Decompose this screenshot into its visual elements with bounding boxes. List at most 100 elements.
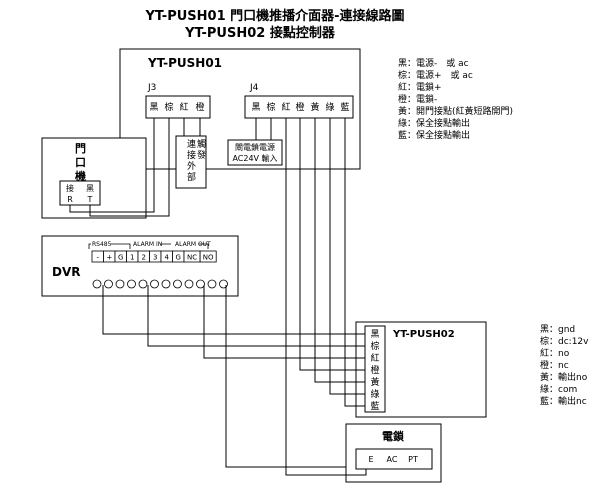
dvr-terminal-label: G bbox=[118, 254, 123, 262]
dvr-terminal-screw bbox=[150, 279, 159, 289]
j3-label: J3 bbox=[147, 83, 156, 93]
legend2-item-3: 紅：no bbox=[540, 348, 570, 359]
external-trigger-label: 連 接 外 部 bbox=[187, 138, 199, 183]
dvr-terminal-screw bbox=[207, 279, 217, 289]
push02-pin-7: 藍 bbox=[370, 400, 379, 412]
j4-pin-1: 黑 bbox=[251, 102, 260, 113]
push02-pin-1: 黑 bbox=[370, 329, 379, 340]
door-station-tab-left: 接 bbox=[66, 183, 74, 193]
dvr-terminal-label: + bbox=[106, 254, 112, 262]
lock-terminal-ac: AC bbox=[387, 455, 398, 464]
wire-j4-yellow-push02 bbox=[314, 118, 365, 383]
j3-pin-2: 棕 bbox=[164, 101, 173, 113]
lock-power-box bbox=[227, 139, 283, 166]
door-station-pin-r: R bbox=[67, 195, 73, 204]
j4-pin-5: 黃 bbox=[310, 101, 319, 113]
dvr-terminal-screw bbox=[161, 279, 171, 289]
wires bbox=[69, 118, 367, 476]
wire-dvr-to-push02-black bbox=[102, 285, 365, 335]
j4-label: J4 bbox=[249, 83, 259, 93]
legend1-item-2: 棕：電源+ 或 ac bbox=[398, 69, 473, 81]
legend1-item-5: 黃：開門接點(紅黃短路開門) bbox=[398, 105, 513, 117]
dvr-terminal-cell bbox=[199, 250, 217, 263]
title-line-1: YT-PUSH01 門口機推播介面器-連接線路圖 bbox=[144, 8, 404, 24]
legend2-item-6: 綠：com bbox=[540, 383, 577, 395]
dvr-group-brackets bbox=[88, 243, 209, 249]
dvr-terminal-screw bbox=[92, 279, 102, 289]
dvr-terminal-screw bbox=[127, 279, 136, 289]
j4-connector bbox=[244, 95, 354, 119]
wire-j4-blue-push02 bbox=[344, 118, 365, 407]
wire-j4-red-lock bbox=[285, 118, 367, 476]
legend1-item-4: 橙：電鎖- bbox=[398, 93, 437, 105]
door-station-title: 門 口 機 bbox=[75, 142, 90, 183]
push01-name: YT-PUSH01 bbox=[147, 56, 222, 70]
legend2-item-5: 黃：輸出no bbox=[540, 371, 588, 383]
electric-lock-title: 電鎖 bbox=[382, 429, 405, 443]
legend2-item-4: 橙：nc bbox=[540, 359, 569, 371]
dvr-group-alarm-in: ALARM IN bbox=[133, 241, 162, 248]
dvr-name: DVR bbox=[52, 265, 81, 279]
external-trigger-box bbox=[175, 135, 207, 189]
dvr-terminal-label: 4 bbox=[165, 254, 170, 262]
legend2-item-2: 棕：dc:12v bbox=[540, 335, 589, 347]
push02-pin-6: 綠 bbox=[370, 388, 379, 400]
j4-pin-2: 棕 bbox=[266, 101, 275, 113]
wire-j4-orange-push02 bbox=[299, 118, 365, 371]
j4-pin-4: 橙 bbox=[295, 101, 304, 113]
dvr-group-alarm-out: ALARM OUT bbox=[175, 241, 211, 248]
push02-pin-4: 橙 bbox=[370, 364, 379, 376]
door-station-box bbox=[41, 137, 147, 219]
wire-j3-black-to-r bbox=[69, 118, 155, 213]
push02-pin-2: 棕 bbox=[370, 340, 379, 352]
legend2-item-7: 藍：輸出nc bbox=[540, 395, 587, 407]
door-station-tab-right: 黑 bbox=[86, 184, 94, 193]
door-station-terminal bbox=[59, 180, 101, 206]
lock-terminal-pt: PT bbox=[408, 455, 418, 464]
push02-name: YT-PUSH02 bbox=[392, 329, 455, 340]
push02-terminal-strip bbox=[364, 325, 386, 413]
dvr-terminal-label: 3 bbox=[153, 254, 157, 262]
push02-pin-3: 紅 bbox=[370, 353, 379, 364]
dvr-terminal-label: NC bbox=[187, 254, 197, 262]
push02-pin-5: 黃 bbox=[370, 376, 379, 388]
dvr-terminal-label: - bbox=[96, 254, 99, 262]
j3-connector bbox=[145, 95, 211, 119]
electric-lock-terminal bbox=[355, 448, 433, 470]
wire-j3-brown-to-t bbox=[89, 118, 170, 217]
wire-dvr-to-lock bbox=[225, 285, 346, 468]
wire-j4-green-push02 bbox=[329, 118, 365, 395]
wire-dvr-to-push02-brown bbox=[147, 285, 365, 347]
legend-push01: 黑：電源- 或 ac 棕：電源+ 或 ac 紅：電鎖+ 橙：電鎖- 黃：開門接點… bbox=[398, 57, 513, 141]
legend2-item-1: 黑：gnd bbox=[540, 324, 575, 335]
j4-pin-3: 紅 bbox=[281, 102, 290, 113]
dvr-terminal-label: 2 bbox=[142, 254, 146, 262]
lock-power-label: 閘電鎖電源 bbox=[235, 142, 275, 152]
j3-pin-1: 黑 bbox=[149, 102, 158, 113]
j4-pin-6: 綠 bbox=[325, 101, 334, 113]
j3-pin-3: 紅 bbox=[179, 102, 188, 113]
dvr-terminal-label: G bbox=[176, 254, 181, 262]
external-trigger-label-2: 觸 發 bbox=[197, 138, 209, 161]
legend1-item-6: 綠：保全接點輸出 bbox=[398, 117, 470, 129]
legend1-item-7: 藍：保全接點輸出 bbox=[398, 129, 470, 141]
dvr-terminal-screw bbox=[173, 279, 182, 289]
j3-pin-4: 橙 bbox=[195, 101, 204, 113]
door-station-pin-t: T bbox=[87, 195, 93, 204]
dvr-terminal-screw bbox=[138, 279, 148, 289]
legend1-item-3: 紅：電鎖+ bbox=[398, 81, 442, 93]
lock-terminal-e: E bbox=[368, 455, 373, 464]
j4-pin-7: 藍 bbox=[340, 101, 349, 113]
title-line-2: YT-PUSH02 接點控制器 bbox=[184, 25, 336, 41]
dvr-terminal-label: NO bbox=[203, 254, 214, 262]
legend-push02: 黑：gnd 棕：dc:12v 紅：no 橙：nc 黃：輸出no 綠：com 藍：… bbox=[540, 324, 589, 407]
dvr-group-rs485: RS485 bbox=[92, 241, 112, 248]
dvr-terminal-label: 1 bbox=[130, 254, 134, 262]
dvr-terminal-screw bbox=[196, 279, 205, 289]
dvr-terminal-screw bbox=[184, 279, 194, 289]
wire-dvr-to-push02-red bbox=[203, 285, 365, 359]
lock-power-input: AC24V 輸入 bbox=[232, 153, 277, 163]
